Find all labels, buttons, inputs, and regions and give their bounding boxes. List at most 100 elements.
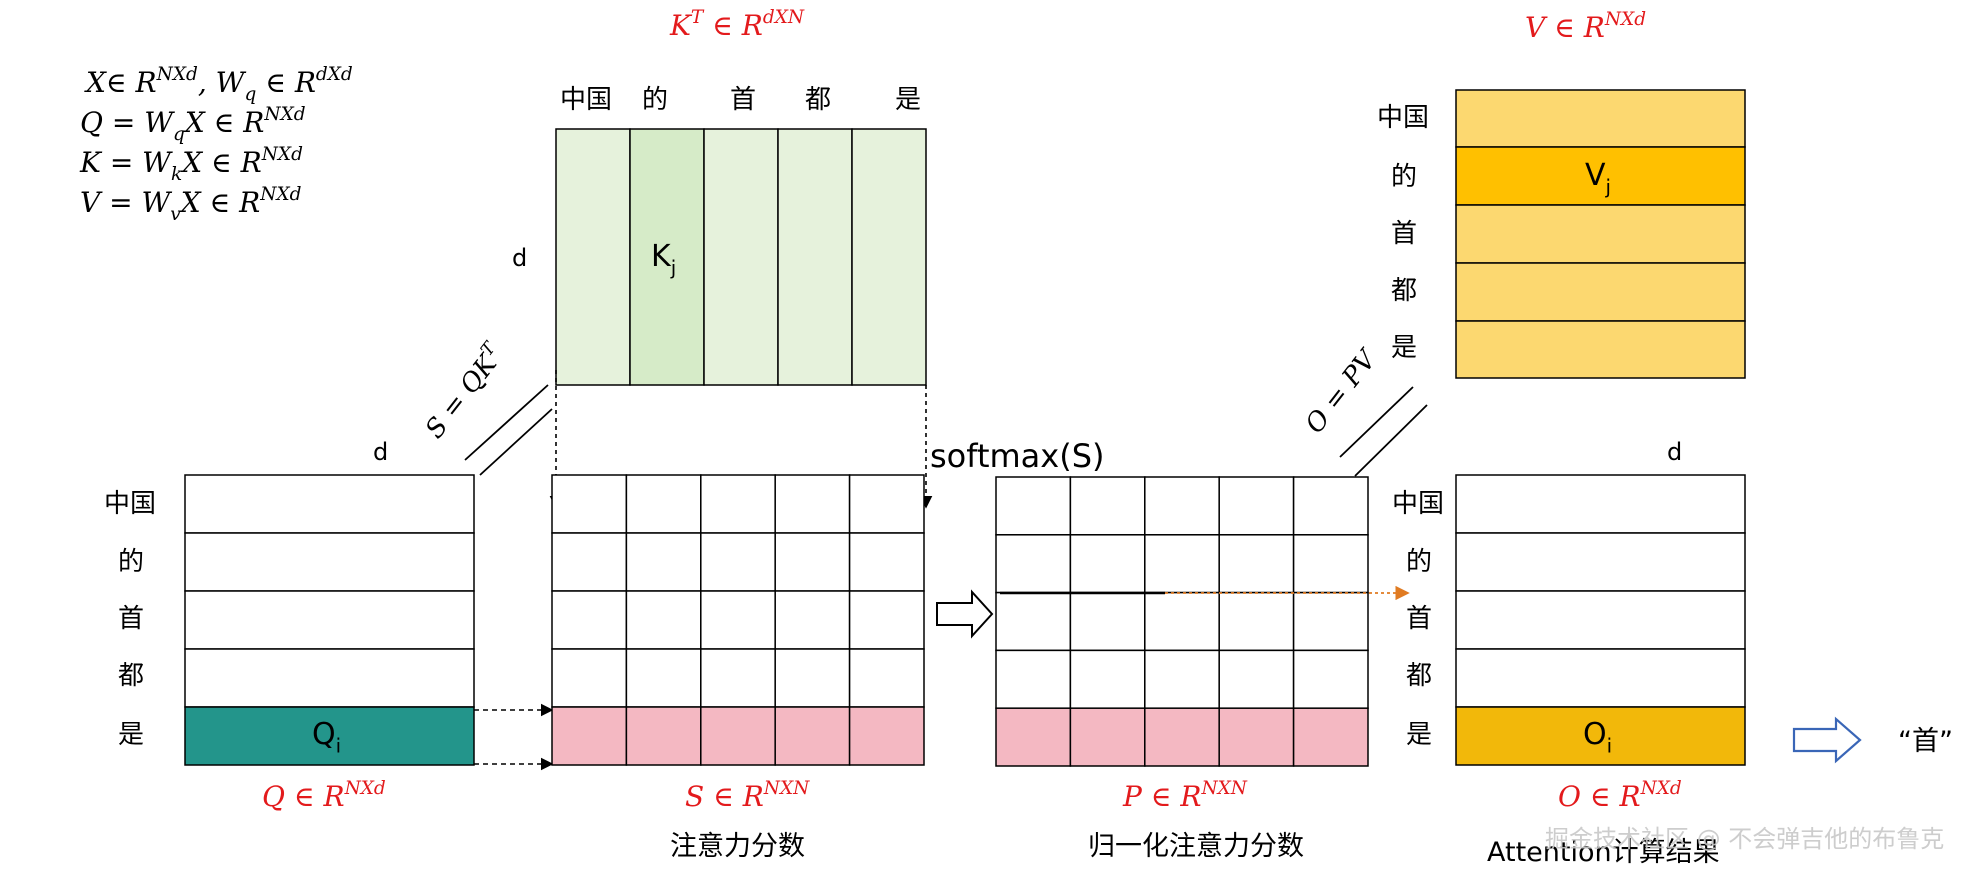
q-row (184, 474, 475, 534)
o-row (1455, 648, 1746, 708)
q-row-label: 的 (118, 547, 144, 577)
q-matrix: d 中国 的 首 都 是 Qi​ Q ∈ RNXd​ (104, 438, 475, 813)
o-caption: Attention计算结果 (1487, 837, 1720, 868)
kt-col-label: 是 (895, 85, 921, 115)
o-dim-label: d (1667, 438, 1682, 466)
p-cell (1069, 534, 1146, 594)
kt-col (555, 128, 631, 386)
p-cell-highlight (1144, 707, 1220, 767)
p-cell (1144, 476, 1220, 536)
o-row-label: 首 (1406, 604, 1432, 634)
s-cell (700, 532, 776, 592)
q-row-label: 首 (118, 604, 144, 634)
p-cell (1292, 591, 1369, 652)
s-cell (551, 474, 628, 534)
p-cell-highlight (1218, 707, 1295, 767)
v-row (1455, 204, 1746, 264)
s-cell-highlight (625, 706, 702, 766)
p-cell-highlight (1292, 707, 1369, 767)
v-row-highlight (1455, 146, 1746, 206)
p-cell-highlight (1069, 707, 1146, 767)
o-row-label: 的 (1406, 547, 1432, 577)
kt-col-label: 的 (642, 85, 668, 115)
q-row-highlight (184, 706, 475, 766)
s-cell (700, 590, 776, 650)
o-row-label: 是 (1406, 720, 1432, 750)
v-row (1455, 262, 1746, 322)
watermark: 掘金技术社区 @ 不会弹吉他的布鲁克 (1545, 825, 1944, 853)
s-cell-highlight (848, 706, 925, 766)
p-cell-highlight (995, 707, 1072, 767)
kt-col (703, 128, 779, 386)
s-cell (848, 532, 925, 592)
q-dim-label: d (373, 438, 388, 466)
p-cell (995, 476, 1072, 536)
q-row-label: 是 (118, 720, 144, 750)
op-line (1339, 386, 1414, 458)
v-row-label: 都 (1391, 276, 1417, 306)
kt-col-highlight (629, 128, 705, 386)
output-token: “首” (1898, 726, 1953, 757)
kt-col-label: 中国 (560, 85, 612, 115)
s-cell (848, 474, 925, 534)
p-cell (1292, 534, 1369, 594)
o-shape: O ∈ RNXd​ (1558, 778, 1682, 813)
o-op-label: O = PV (1300, 344, 1384, 440)
s-cell (625, 590, 702, 650)
s-cell (700, 648, 776, 708)
o-row (1455, 590, 1746, 650)
q-row-label: 都 (118, 661, 144, 691)
p-cell (1218, 649, 1295, 709)
p-cell (1069, 649, 1146, 709)
q-row-labels: 中国 的 首 都 是 (104, 489, 156, 750)
kt-dim-label: d (512, 244, 527, 272)
s-cell-highlight (551, 706, 628, 766)
p-cell (1218, 476, 1295, 536)
s-cell (625, 648, 702, 708)
p-cell (1144, 649, 1220, 709)
kt-col (777, 128, 853, 386)
p-cell (1218, 534, 1295, 594)
s-cell (774, 532, 851, 592)
v-row (1455, 320, 1746, 379)
q-row (184, 648, 475, 708)
kt-col-label: 首 (730, 85, 756, 115)
p-cell (1292, 476, 1369, 536)
softmax-label: softmax(S) (930, 437, 1105, 475)
o-row (1455, 474, 1746, 534)
formula-v: V = Wv​X ∈ RNXd​ (80, 184, 302, 225)
q-row (184, 532, 475, 592)
kt-col (851, 128, 927, 386)
q-cell-label: Qi​ (312, 717, 341, 757)
s-cell (848, 648, 925, 708)
s-cell (551, 590, 628, 650)
s-cell (774, 474, 851, 534)
s-matrix (551, 474, 925, 766)
v-row-label: 首 (1391, 219, 1417, 249)
v-title: V ∈ RNXd​ (1525, 9, 1646, 44)
op-line (1354, 404, 1428, 477)
o-row-label: 都 (1406, 661, 1432, 691)
formula-q: Q = Wq​X ∈ RNXd​ (80, 104, 306, 145)
s-cell-highlight (774, 706, 851, 766)
p-cell (1144, 534, 1220, 594)
p-shape: P ∈ RNXN​ (1122, 778, 1248, 813)
kt-matrix: KT​ ∈ RdXN​ 中国 的 首 都 是 d Kj​ (512, 7, 927, 386)
o-row-highlight (1455, 706, 1746, 766)
p-cell (1292, 649, 1369, 709)
p-matrix (995, 476, 1369, 767)
q-row (184, 590, 475, 650)
o-row-label: 中国 (1392, 489, 1444, 519)
o-row (1455, 532, 1746, 592)
s-shape: S ∈ RNXN​ (685, 778, 810, 813)
s-cell (551, 648, 628, 708)
kt-cell-label: Kj​ (651, 239, 676, 279)
kt-col-labels: 中国 的 首 都 是 (560, 85, 921, 115)
o-row-labels: 中国 的 首 都 是 (1392, 489, 1444, 750)
formula-block: X∈ RNXd​, Wq​ ∈ RdXd​ Q = Wq​X ∈ RNXd​ K… (79, 64, 353, 225)
s-cell (774, 648, 851, 708)
p-cell (1144, 591, 1220, 652)
op-line (464, 384, 549, 461)
p-cell (1218, 591, 1295, 652)
